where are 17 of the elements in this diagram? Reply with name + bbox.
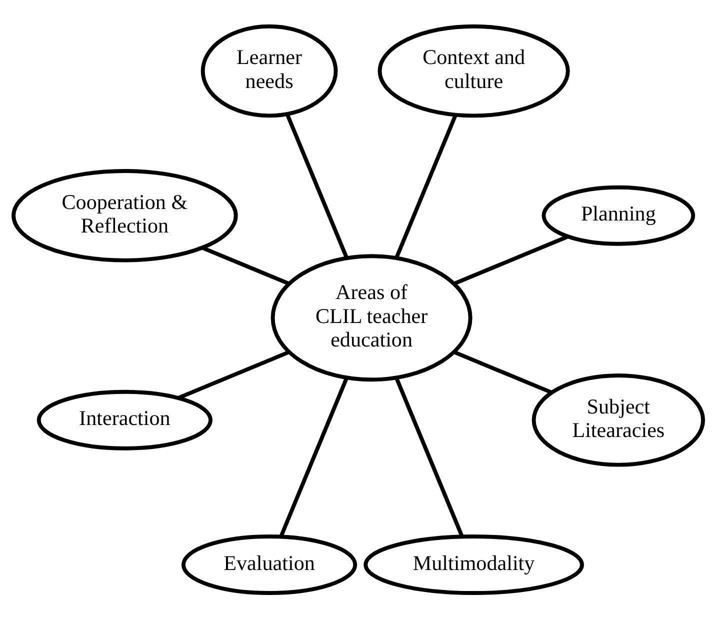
node-ellipse: Planning <box>542 185 696 246</box>
connector <box>394 114 458 259</box>
connector <box>285 114 349 259</box>
connector <box>394 376 464 538</box>
node-ellipse: Subject Litearacies <box>532 374 706 467</box>
node-ellipse: Context and culture <box>378 24 570 118</box>
connector <box>453 350 552 394</box>
connector <box>177 350 290 400</box>
node-ellipse: Interaction <box>36 390 213 450</box>
node-ellipse: Areas of CLIL teacher education <box>270 254 472 382</box>
node-ellipse: Evaluation <box>181 534 358 595</box>
connector <box>453 234 570 286</box>
node-ellipse: Cooperation & Reflection <box>12 168 238 262</box>
connector <box>201 246 290 286</box>
connector <box>279 376 349 538</box>
node-ellipse: Learner needs <box>200 24 338 118</box>
node-ellipse: Multimodality <box>364 534 584 595</box>
